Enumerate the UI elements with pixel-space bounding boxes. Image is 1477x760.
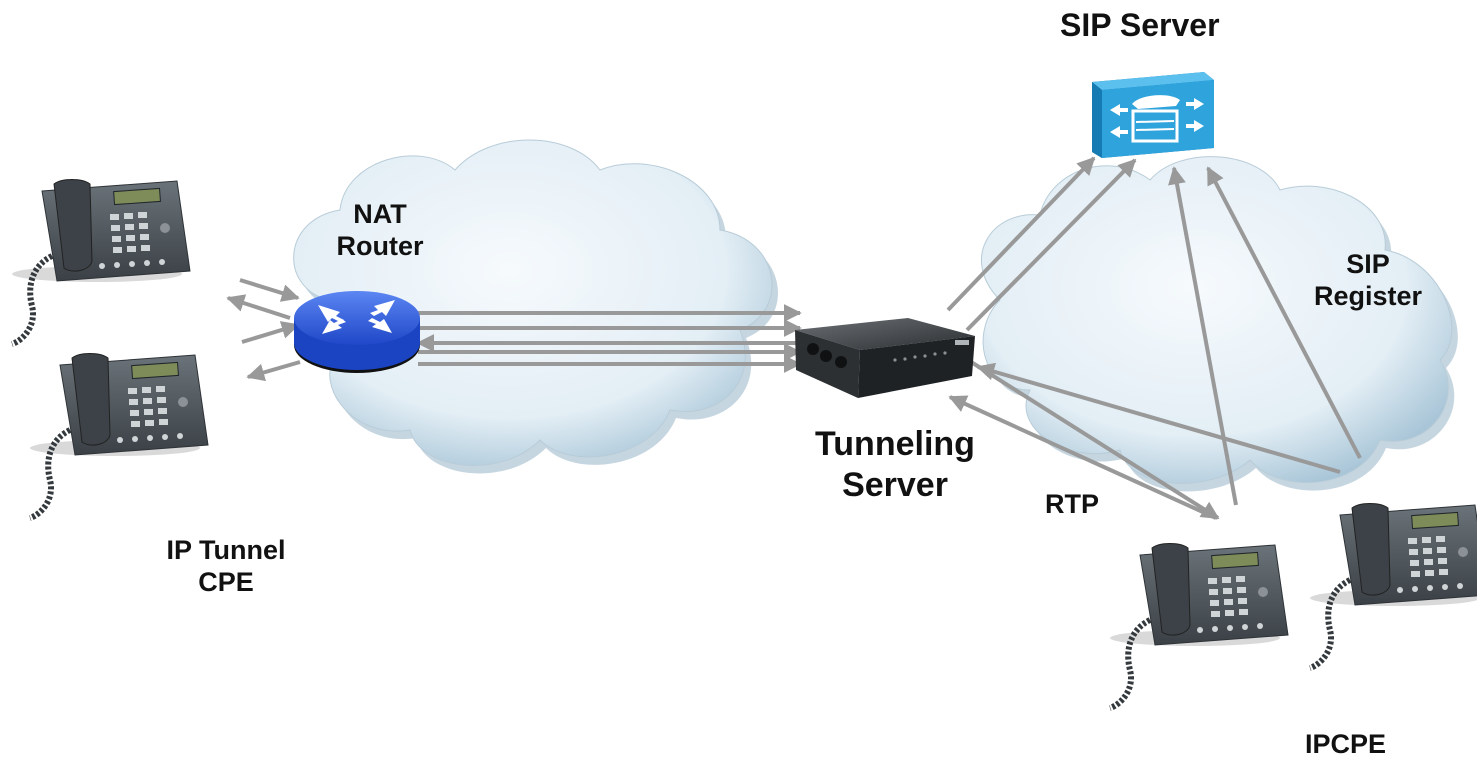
connection-arrows <box>226 156 1362 520</box>
desk-phone-icon <box>1310 504 1477 669</box>
tunneling-server-label-line1: Tunneling <box>815 425 975 463</box>
rtp-label: RTP <box>1045 489 1099 519</box>
sip-server-icon <box>1092 72 1214 158</box>
sip-server-label: SIP Server <box>1060 7 1220 43</box>
left-cloud <box>293 139 779 474</box>
tunneling-server-label-line2: Server <box>842 465 948 504</box>
tunneling-server-icon <box>795 318 975 398</box>
right-cloud <box>981 156 1458 492</box>
desk-phone-icon <box>30 354 208 519</box>
sip-register-label-line2: Register <box>1313 281 1423 312</box>
nat-router-label-line2: Router <box>336 231 424 262</box>
sip-register-label-line1: SIP <box>1346 249 1390 279</box>
desk-phone-icon <box>12 180 190 345</box>
ip-tunnel-cpe-label: IP Tunnel CPE <box>146 534 306 599</box>
ip-tunnel-cpe-label-line2: CPE <box>198 567 254 598</box>
desk-phone-icon <box>1110 544 1288 709</box>
nat-router-label-line1: NAT <box>353 199 407 229</box>
nat-router-icon <box>294 291 420 373</box>
sip-register-label: SIP Register <box>1298 248 1438 313</box>
tunneling-server-label: Tunneling Server <box>800 424 990 506</box>
nat-router-label: NAT Router <box>328 198 432 263</box>
ipcpe-label: IPCPE <box>1305 729 1387 759</box>
ip-tunnel-cpe-label-line1: IP Tunnel <box>166 535 286 565</box>
